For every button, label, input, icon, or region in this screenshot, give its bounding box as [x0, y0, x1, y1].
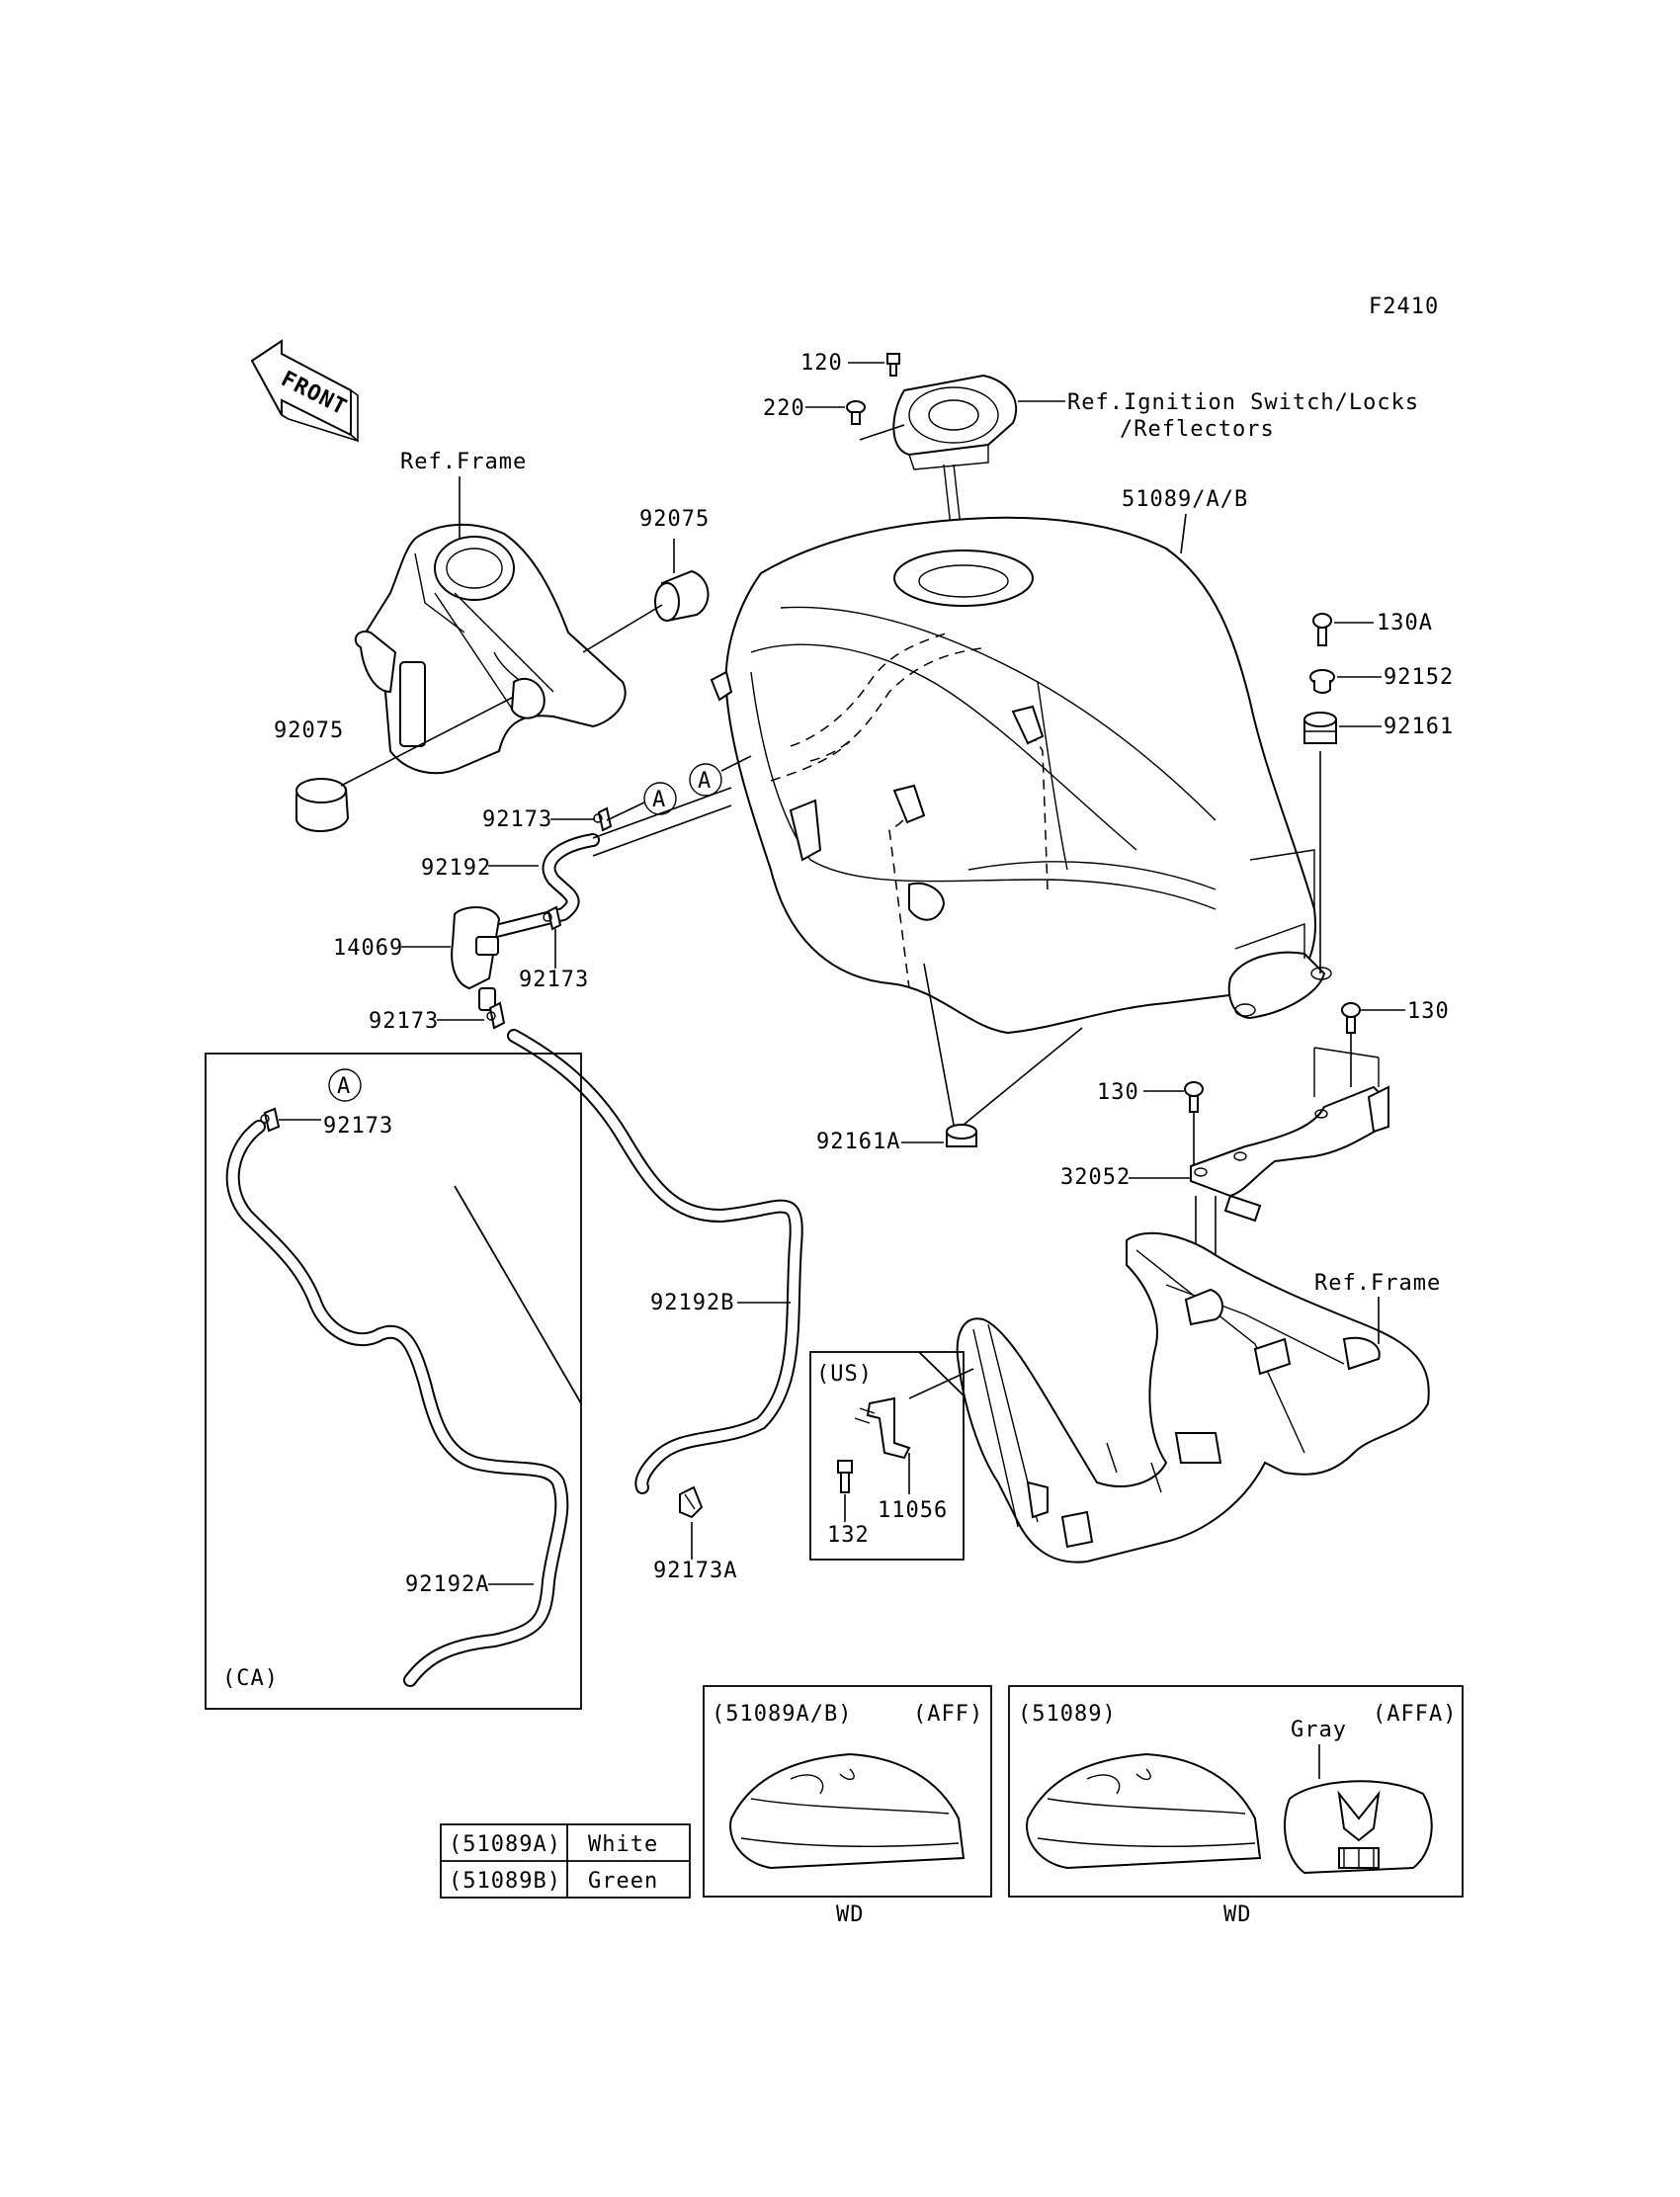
- ref-ignition-label-2: /Reflectors: [1120, 417, 1275, 442]
- fuel-tank-drawing: [710, 516, 1332, 1035]
- aff-model-label: (51089A/B): [712, 1702, 852, 1727]
- label-132: 132: [827, 1523, 870, 1548]
- frame-head-drawing: [354, 523, 627, 775]
- diagram-code: F2410: [1369, 295, 1439, 319]
- ref-frame-bottom-label: Ref.Frame: [1314, 1271, 1441, 1296]
- clip-92173-b: [543, 905, 562, 931]
- bracket-11056: [854, 1396, 911, 1460]
- label-92152: 92152: [1384, 665, 1454, 690]
- fuel-cap-drawing: [892, 374, 1018, 554]
- fitting-14069: [451, 906, 501, 1011]
- us-box-corner: [918, 1351, 965, 1396]
- svg-text:A: A: [698, 769, 712, 794]
- clip-92173-ca: [260, 1107, 281, 1133]
- label-92075-left: 92075: [274, 718, 344, 743]
- label-92161A: 92161A: [816, 1130, 900, 1154]
- ref-frame-top-label: Ref.Frame: [400, 450, 527, 474]
- frame-lower-drawing: [956, 1231, 1430, 1563]
- damper-92075-left: [295, 778, 350, 832]
- bracket-32052: [1190, 1047, 1390, 1223]
- bolt-132: [837, 1460, 853, 1493]
- label-92173-c: 92173: [369, 1009, 439, 1034]
- label-92173-a: 92173: [482, 807, 552, 832]
- label-92161: 92161: [1384, 715, 1454, 739]
- color-table-color-2: Green: [588, 1869, 658, 1894]
- color-table-color-1: White: [588, 1832, 658, 1857]
- color-table: (51089A) White (51089B) Green: [440, 1823, 691, 1899]
- label-130A: 130A: [1377, 611, 1433, 635]
- color-table-code-2: (51089B): [449, 1869, 561, 1894]
- affa-code-label: (AFFA): [1373, 1702, 1457, 1727]
- clamp-92173A: [679, 1485, 704, 1519]
- affa-box: [1008, 1685, 1464, 1898]
- label-130-mid: 130: [1097, 1080, 1139, 1105]
- color-table-code-1: (51089A): [449, 1832, 561, 1857]
- grommet-92161: [1303, 712, 1337, 744]
- label-92075-top: 92075: [639, 507, 710, 532]
- callout-A-2: A: [689, 763, 722, 797]
- label-92192: 92192: [421, 856, 491, 881]
- label-14069: 14069: [333, 936, 403, 961]
- svg-text:A: A: [652, 788, 666, 812]
- label-51089: 51089/A/B: [1122, 487, 1248, 512]
- us-box-label: (US): [816, 1362, 873, 1387]
- label-11056: 11056: [878, 1498, 948, 1523]
- affa-wd-label: WD: [1223, 1902, 1252, 1927]
- aff-code-label: (AFF): [913, 1702, 983, 1727]
- svg-text:A: A: [337, 1074, 351, 1099]
- label-92173-b: 92173: [519, 968, 589, 992]
- clip-92173-a: [593, 806, 613, 832]
- aff-wd-label: WD: [836, 1902, 865, 1927]
- bolt-130-mid: [1184, 1081, 1204, 1113]
- ca-box-label: (CA): [222, 1666, 279, 1691]
- bolt-130A: [1312, 613, 1332, 646]
- ca-box-connector: [454, 1185, 582, 1404]
- collar-92152: [1309, 669, 1335, 694]
- clip-92173-c: [486, 1001, 506, 1030]
- label-92173-ca: 92173: [323, 1114, 393, 1139]
- callout-A-1: A: [643, 782, 677, 815]
- label-92192A: 92192A: [405, 1572, 489, 1597]
- tank-affa-drawing: [1026, 1752, 1262, 1870]
- hose-92192: [477, 833, 600, 941]
- label-92173A: 92173A: [653, 1559, 737, 1583]
- label-120: 120: [800, 351, 843, 376]
- aff-box: [703, 1685, 992, 1898]
- tank-aff-drawing: [729, 1752, 966, 1870]
- screw-220: [846, 400, 866, 425]
- front-arrow-icon: FRONT: [250, 339, 359, 443]
- us-box: [809, 1351, 965, 1561]
- label-220: 220: [763, 396, 805, 421]
- screw-120: [886, 353, 900, 377]
- hose-92192B: [507, 1029, 803, 1494]
- tank-top-affa-drawing: [1284, 1780, 1433, 1875]
- ref-ignition-label-1: Ref.Ignition Switch/Locks: [1067, 390, 1419, 415]
- hose-92192A: [225, 1120, 569, 1687]
- label-92192B: 92192B: [650, 1291, 734, 1315]
- affa-model-label: (51089): [1018, 1702, 1117, 1727]
- bolt-130-right: [1341, 1002, 1361, 1034]
- affa-color-label: Gray: [1291, 1718, 1347, 1742]
- label-130-right: 130: [1407, 999, 1450, 1024]
- grommet-92161A: [946, 1124, 977, 1147]
- label-32052: 32052: [1060, 1165, 1131, 1190]
- ca-box: [205, 1053, 582, 1710]
- damper-92075-top: [654, 569, 710, 623]
- callout-A-3: A: [328, 1068, 362, 1102]
